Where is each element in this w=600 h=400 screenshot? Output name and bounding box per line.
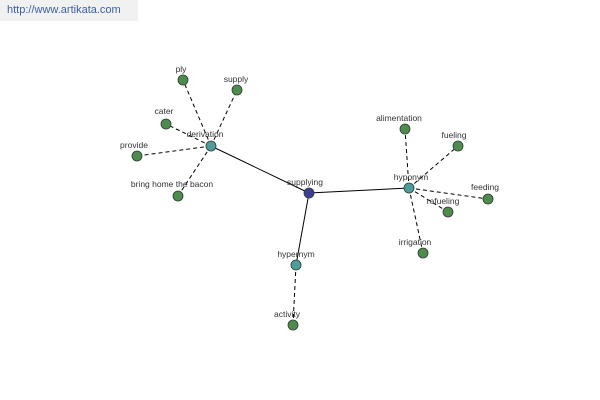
- node-hypernym-marker[interactable]: [290, 259, 302, 271]
- graph-edges: [136, 79, 489, 326]
- node-bring-home-the-bacon-marker[interactable]: [172, 190, 184, 202]
- edge-derivation-supply: [210, 89, 238, 147]
- node-alimentation-marker[interactable]: [399, 123, 411, 135]
- node-provide[interactable]: provide: [120, 140, 148, 162]
- node-alimentation-label: alimentation: [376, 113, 422, 123]
- edge-hypernym-activity: [292, 264, 297, 326]
- node-feeding-label: feeding: [471, 182, 499, 192]
- edge-supplying-derivation: [210, 145, 310, 194]
- source-link[interactable]: http://www.artikata.com: [7, 4, 121, 16]
- node-derivation[interactable]: derivation: [187, 129, 224, 152]
- node-supply-label: supply: [224, 74, 249, 84]
- edge-supplying-hyponym: [308, 187, 410, 194]
- node-activity[interactable]: activity: [274, 309, 301, 331]
- edge-hyponym-refueling: [408, 187, 449, 213]
- node-hyponym-marker[interactable]: [403, 182, 415, 194]
- edge-derivation-cater: [165, 123, 212, 147]
- node-hypernym[interactable]: hypernym: [277, 249, 315, 271]
- source-banner: http://www.artikata.com: [0, 0, 138, 21]
- edge-hyponym-alimentation: [404, 128, 410, 189]
- node-supplying[interactable]: supplying: [287, 177, 323, 199]
- node-activity-marker[interactable]: [287, 319, 299, 331]
- node-cater-label: cater: [155, 106, 174, 116]
- edge-hyponym-fueling: [408, 145, 459, 189]
- node-feeding[interactable]: feeding: [471, 182, 499, 205]
- node-hypernym-label: hypernym: [277, 249, 314, 259]
- graph-nodes: ply supply cater provide bring home the baco…: [120, 64, 499, 331]
- edge-supplying-hypernym: [295, 192, 310, 266]
- node-alimentation[interactable]: alimentation: [376, 113, 422, 135]
- node-activity-label: activity: [274, 309, 301, 319]
- node-hyponym-label: hyponym: [394, 172, 429, 182]
- node-fueling-label: fueling: [441, 130, 466, 140]
- edge-derivation-bring-home-the-bacon: [177, 145, 212, 197]
- node-ply-label: ply: [176, 64, 188, 74]
- node-supply[interactable]: supply: [224, 74, 249, 96]
- node-fueling-marker[interactable]: [452, 140, 464, 152]
- node-irrigation[interactable]: irrigation: [399, 237, 432, 259]
- node-derivation-label: derivation: [187, 129, 224, 139]
- node-ply[interactable]: ply: [176, 64, 189, 86]
- edge-derivation-ply: [182, 79, 212, 147]
- node-bring-home-the-bacon-label: bring home the bacon: [131, 179, 213, 189]
- node-fueling[interactable]: fueling: [441, 130, 467, 152]
- node-refueling-label: refueling: [427, 196, 460, 206]
- node-feeding-marker[interactable]: [482, 193, 494, 205]
- node-provide-marker[interactable]: [131, 150, 143, 162]
- edge-hyponym-feeding: [408, 187, 489, 200]
- node-ply-marker[interactable]: [177, 74, 189, 86]
- node-cater[interactable]: cater: [155, 106, 174, 130]
- node-hyponym[interactable]: hyponym: [394, 172, 429, 194]
- node-derivation-marker[interactable]: [205, 140, 217, 152]
- node-irrigation-label: irrigation: [399, 237, 432, 247]
- node-irrigation-marker[interactable]: [417, 247, 429, 259]
- node-refueling-marker[interactable]: [442, 206, 454, 218]
- node-bring-home-the-bacon[interactable]: bring home the bacon: [131, 179, 213, 202]
- node-supplying-marker[interactable]: [303, 187, 315, 199]
- edge-derivation-provide: [136, 145, 212, 157]
- node-supply-marker[interactable]: [231, 84, 243, 96]
- node-cater-marker[interactable]: [160, 118, 172, 130]
- node-provide-label: provide: [120, 140, 148, 150]
- node-refueling[interactable]: refueling: [427, 196, 460, 218]
- node-supplying-label: supplying: [287, 177, 323, 187]
